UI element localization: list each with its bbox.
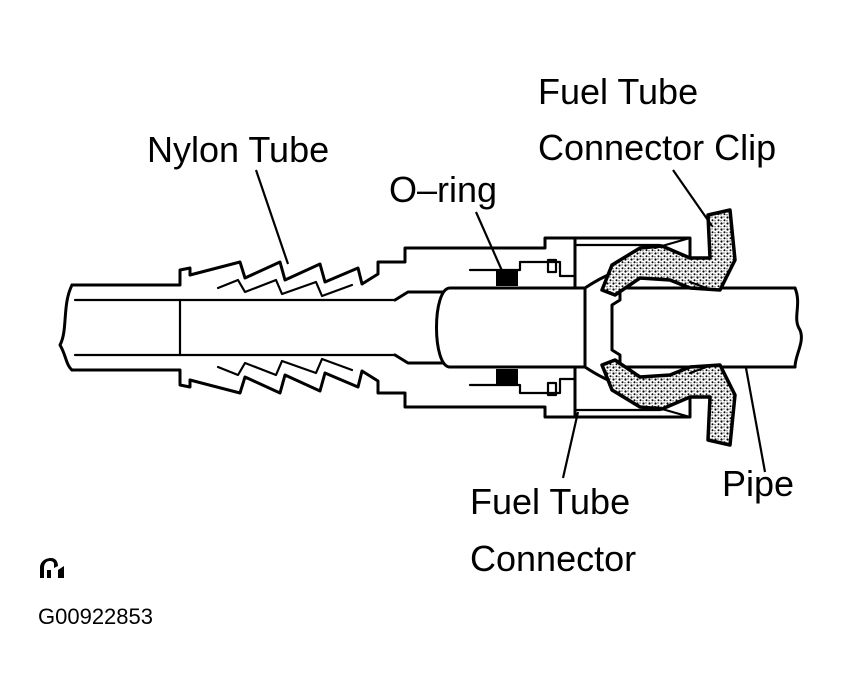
connector-label-line2: Connector	[470, 538, 637, 579]
connector-label-line1: Fuel Tube	[470, 481, 631, 522]
nylon-tube-label: Nylon Tube	[147, 129, 330, 170]
clip-label-line2: Connector Clip	[538, 127, 777, 168]
connector-barb	[188, 236, 692, 419]
clip-label-line1: Fuel Tube	[538, 71, 699, 112]
leader-lines	[254, 169, 767, 479]
nylon-tube	[58, 266, 397, 389]
reference-mark-icon	[40, 558, 64, 578]
o-ring	[496, 270, 518, 385]
pipe-label: Pipe	[722, 463, 795, 504]
figure-code: G00922853	[38, 604, 153, 629]
o-ring-label: O–ring	[389, 169, 498, 210]
connector-clip	[600, 208, 737, 447]
